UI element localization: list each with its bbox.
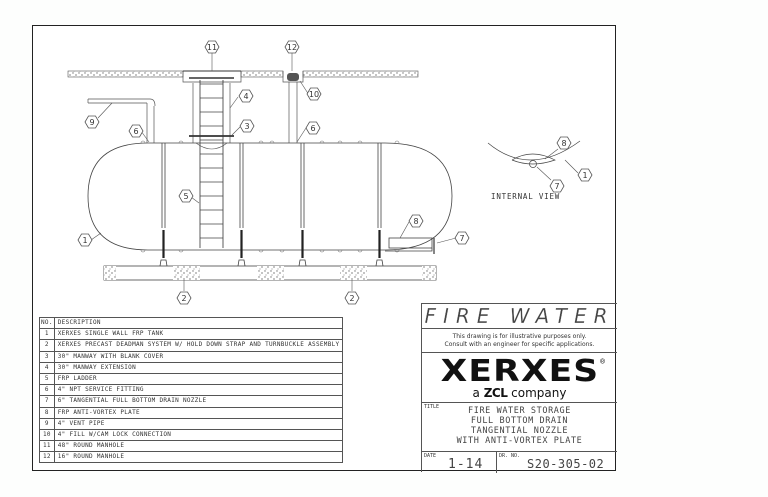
legend-no: 8 bbox=[39, 406, 55, 419]
date-label: DATE bbox=[424, 453, 437, 459]
deadman-base bbox=[103, 265, 437, 281]
svg-text:2: 2 bbox=[181, 294, 186, 303]
svg-text:8: 8 bbox=[561, 139, 566, 148]
legend-no: 10 bbox=[39, 428, 55, 442]
fill-pipe bbox=[287, 73, 299, 143]
tank-shell bbox=[87, 140, 453, 253]
drawing-number-cell: DR. NO. S20-305-02 bbox=[497, 452, 617, 473]
callout-markers: 11 12 4 10 9 6 3 6 5 1 8 7 2 2 8 1 7 bbox=[77, 40, 593, 305]
legend-no: 2 bbox=[39, 339, 55, 352]
drawing-number-value: S20-305-02 bbox=[527, 457, 605, 471]
date-value: 1-14 bbox=[448, 457, 484, 472]
legend-no: 6 bbox=[39, 384, 55, 397]
title-section: TITLE FIRE WATER STORAGE FULL BOTTOM DRA… bbox=[422, 403, 617, 452]
drawing-number-label: DR. NO. bbox=[499, 453, 521, 459]
legend-description: 30" MANWAY EXTENSION bbox=[53, 361, 344, 374]
legend-no: 11 bbox=[39, 440, 55, 453]
legend-no: 9 bbox=[39, 417, 55, 430]
disclaimer-line: Consult with an engineer for specific ap… bbox=[444, 341, 595, 348]
svg-text:12: 12 bbox=[287, 43, 297, 52]
svg-text:6: 6 bbox=[310, 124, 315, 133]
svg-text:7: 7 bbox=[459, 234, 464, 243]
internal-view-label: INTERNAL VIEW bbox=[491, 192, 561, 201]
svg-text:3: 3 bbox=[244, 122, 249, 131]
logo-wordmark: XERXES bbox=[440, 354, 599, 389]
title-block: FIRE WATER This drawing is for illustrat… bbox=[421, 303, 617, 473]
legend-no: 12 bbox=[39, 451, 55, 464]
legend-no: 7 bbox=[39, 395, 55, 408]
registered-mark: ® bbox=[600, 357, 605, 366]
internal-view-detail bbox=[487, 140, 581, 168]
svg-text:6: 6 bbox=[133, 127, 138, 136]
svg-text:1: 1 bbox=[82, 236, 87, 245]
legend-description: XERXES PRECAST DEADMAN SYSTEM W/ HOLD DO… bbox=[53, 339, 344, 352]
legend-description: FRP LADDER bbox=[53, 372, 344, 386]
svg-text:5: 5 bbox=[183, 192, 188, 201]
legend-no: 4 bbox=[39, 361, 55, 374]
legend-no: 1 bbox=[39, 328, 55, 341]
svg-text:2: 2 bbox=[349, 294, 354, 303]
disclaimer: This drawing is for illustrative purpose… bbox=[422, 329, 617, 353]
drawing-headline: FIRE WATER bbox=[422, 304, 617, 329]
legend-description: 16" ROUND MANHOLE bbox=[53, 451, 344, 464]
legend-header-description: DESCRIPTION bbox=[53, 316, 344, 330]
legend-description: 6" TANGENTIAL FULL BOTTOM DRAIN NOZZLE bbox=[53, 395, 344, 408]
svg-text:4: 4 bbox=[243, 92, 248, 101]
legend-description: XERXES SINGLE WALL FRP TANK bbox=[53, 328, 344, 341]
disclaimer-line: This drawing is for illustrative purpose… bbox=[452, 333, 587, 340]
svg-text:7: 7 bbox=[554, 182, 559, 191]
legend-no: 5 bbox=[39, 372, 55, 386]
svg-text:8: 8 bbox=[413, 217, 418, 226]
legend-description: 4" NPT SERVICE FITTING bbox=[53, 384, 344, 397]
legend-description: 4" VENT PIPE bbox=[53, 417, 344, 430]
manway-ladder bbox=[189, 77, 234, 248]
title-block-footer: DATE 1-14 DR. NO. S20-305-02 bbox=[422, 452, 617, 473]
date-cell: DATE 1-14 bbox=[422, 452, 497, 473]
svg-text:9: 9 bbox=[89, 118, 94, 127]
svg-text:10: 10 bbox=[309, 90, 319, 99]
legend-header-no: NO. bbox=[39, 316, 55, 330]
drain-nozzle bbox=[385, 237, 435, 254]
legend-description: 48" ROUND MANHOLE bbox=[53, 440, 344, 453]
logo-tagline: a ZCL company bbox=[472, 386, 567, 400]
hold-down-straps bbox=[157, 143, 386, 279]
svg-text:1: 1 bbox=[582, 171, 587, 180]
legend-description: 4" FILL W/CAM LOCK CONNECTION bbox=[53, 428, 344, 442]
legend-header-row: NO. DESCRIPTION bbox=[39, 316, 344, 330]
legend-no: 3 bbox=[39, 350, 55, 363]
xerxes-logo: XERXES ® a ZCL company bbox=[422, 353, 617, 403]
drawing-title: FIRE WATER STORAGE FULL BOTTOM DRAIN TAN… bbox=[456, 406, 583, 446]
legend-description: FRP ANTI-VORTEX PLATE bbox=[53, 406, 344, 419]
concrete-slab-top bbox=[67, 70, 419, 83]
vent-pipe bbox=[87, 98, 156, 143]
title-label: TITLE bbox=[424, 404, 440, 410]
legend-description: 30" MANWAY WITH BLANK COVER bbox=[53, 350, 344, 363]
svg-text:11: 11 bbox=[207, 43, 217, 52]
